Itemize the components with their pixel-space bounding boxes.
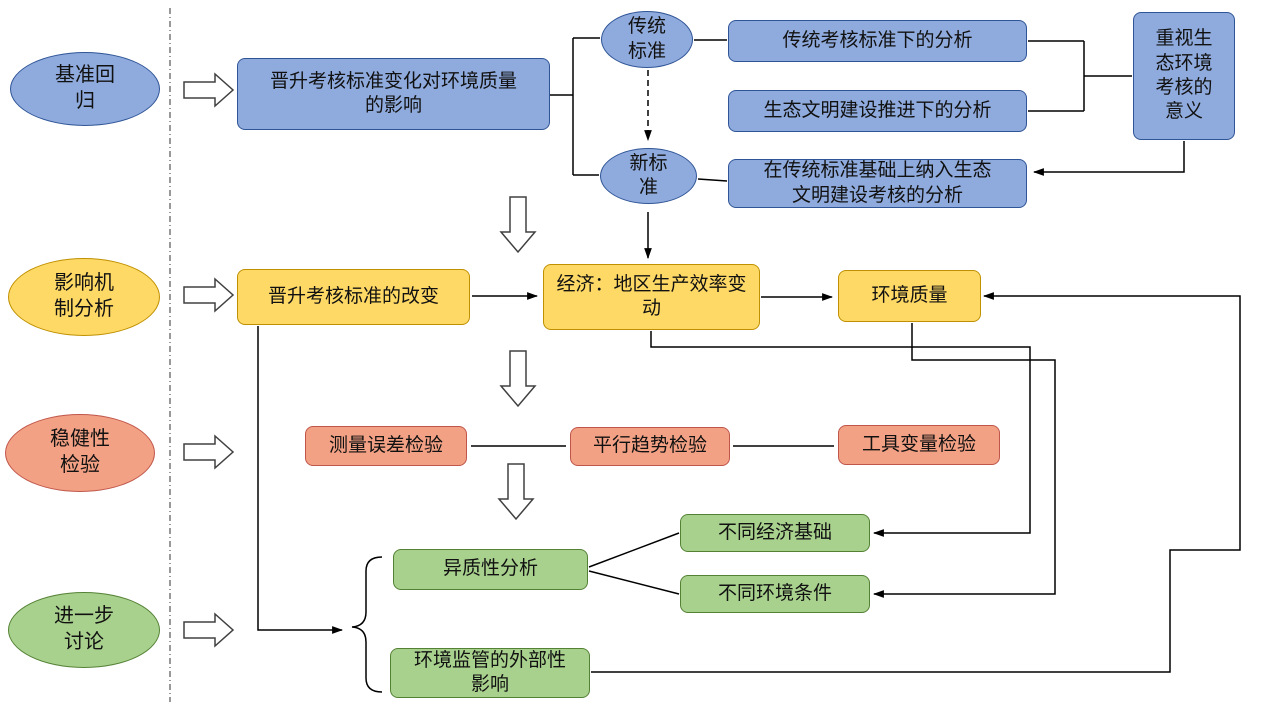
node-significance: 重视生态环境考核的意义 [1133,12,1235,140]
block-arrow-robustness [183,434,235,470]
node-label: 传统考核标准下的分析 [782,29,973,51]
node-label: 晋升考核标准变化对环境质量的影响 [269,70,517,116]
down-block-arrow-2 [499,350,537,408]
node-measurement-error-test: 测量误差检验 [305,426,467,466]
down-block-arrow-1 [499,196,537,254]
node-instrument-variable-test: 工具变量检验 [838,425,1000,465]
line-heterogeneity-to-envcondition [588,570,680,595]
line-analyses-to-significance [1028,40,1132,112]
node-new-standard: 新标准 [600,148,697,204]
discussion-brace [351,556,383,693]
arrow-externality-feedback [591,292,1241,673]
node-main-question: 晋升考核标准变化对环境质量的影响 [237,58,550,130]
stage-robustness-test: 稳健性检验 [5,414,155,492]
node-label: 在传统标准基础上纳入生态文明建设考核的分析 [763,160,992,206]
node-label: 传统标准 [627,16,666,62]
node-label: 新标准 [629,152,668,198]
arrow-to-discussion-brace [257,326,344,634]
node-different-economic-base: 不同经济基础 [680,514,870,552]
node-traditional-standard: 传统标准 [601,11,693,68]
block-arrow-mechanism [183,277,235,313]
node-label: 平行趋势检验 [592,435,707,457]
stage-label: 进一步讨论 [54,605,114,653]
node-new-standard-analysis: 在传统标准基础上纳入生态文明建设考核的分析 [728,159,1027,208]
node-label: 工具变量检验 [861,433,976,455]
block-arrow-discussion [183,612,235,648]
line-newstandard-to-analysis [697,178,728,182]
node-traditional-analysis: 传统考核标准下的分析 [728,20,1027,62]
node-label: 重视生态环境考核的意义 [1155,28,1213,123]
node-label: 不同经济基础 [717,521,832,543]
node-label: 异质性分析 [442,558,538,580]
stage-label: 基准回归 [55,64,115,112]
stage-further-discussion: 进一步讨论 [8,592,160,668]
bracket-standards [550,37,600,176]
stage-mechanism-analysis: 影响机制分析 [8,258,160,336]
node-eco-civilization-analysis: 生态文明建设推进下的分析 [728,90,1027,132]
node-regulation-externality: 环境监管的外部性影响 [390,648,590,698]
stage-label: 影响机制分析 [54,272,114,320]
node-label: 不同环境条件 [717,582,832,604]
node-label: 环境监管的外部性影响 [413,649,566,695]
node-label: 测量误差检验 [328,434,443,456]
node-label: 环境质量 [871,284,948,306]
node-env-quality: 环境质量 [838,270,981,322]
arrow-significance-to-new-analysis [1032,141,1185,176]
node-parallel-trend-test: 平行趋势检验 [570,427,730,466]
node-standard-change: 晋升考核标准的改变 [237,269,470,325]
node-label: 经济：地区生产效率变动 [556,273,747,319]
stage-label: 稳健性检验 [50,428,110,476]
node-economy: 经济：地区生产效率变动 [543,264,760,330]
stage-baseline-regression: 基准回归 [10,52,160,126]
node-heterogeneity-analysis: 异质性分析 [393,549,588,590]
down-block-arrow-3 [497,463,535,521]
line-heterogeneity-to-economicbase [588,532,680,568]
node-different-env-condition: 不同环境条件 [680,575,870,613]
block-arrow-baseline [183,72,235,108]
node-label: 晋升考核标准的改变 [267,285,439,307]
node-label: 生态文明建设推进下的分析 [763,99,992,121]
